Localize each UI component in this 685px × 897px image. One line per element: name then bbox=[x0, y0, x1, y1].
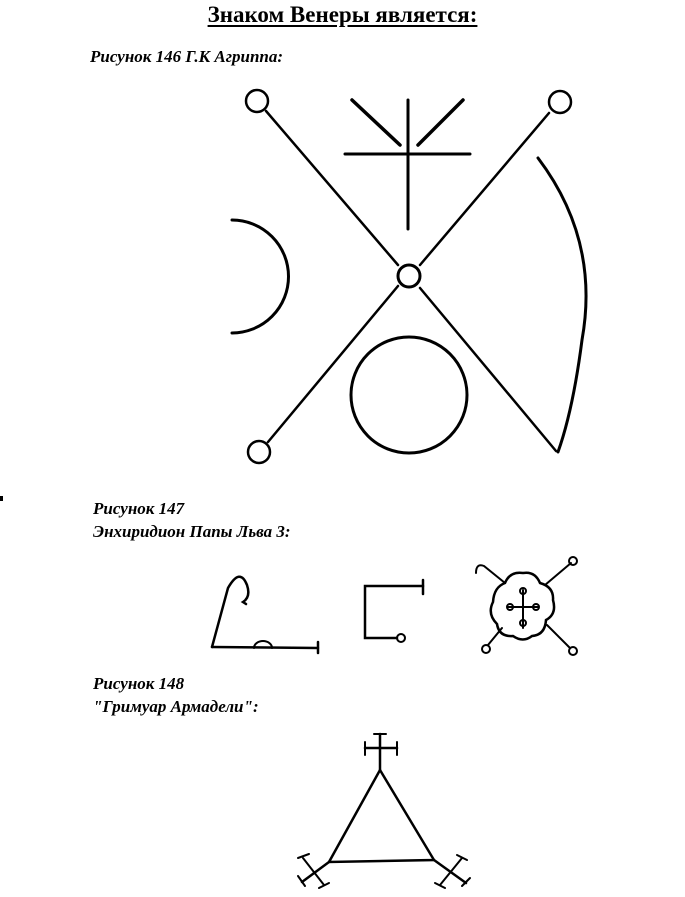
figure-148-caption-source: "Гримуар Армадели": bbox=[93, 697, 259, 716]
figure-146-sigil bbox=[230, 88, 588, 465]
figure-148-caption-number: Рисунок 148 bbox=[93, 674, 185, 693]
figure-148-sigil bbox=[297, 732, 471, 889]
figure-147-caption-number: Рисунок 147 bbox=[93, 499, 185, 518]
figure-147-caption-source: Энхиридион Папы Льва 3: bbox=[93, 522, 291, 541]
margin-mark bbox=[0, 496, 3, 501]
figure-147-sigil-right bbox=[475, 556, 578, 656]
figure-146-caption: Рисунок 146 Г.К Агриппа: bbox=[90, 47, 284, 66]
figure-147-sigil-left bbox=[210, 575, 320, 655]
figure-147-sigil-middle bbox=[363, 578, 425, 643]
page-title: Знаком Венеры является: bbox=[207, 2, 478, 27]
